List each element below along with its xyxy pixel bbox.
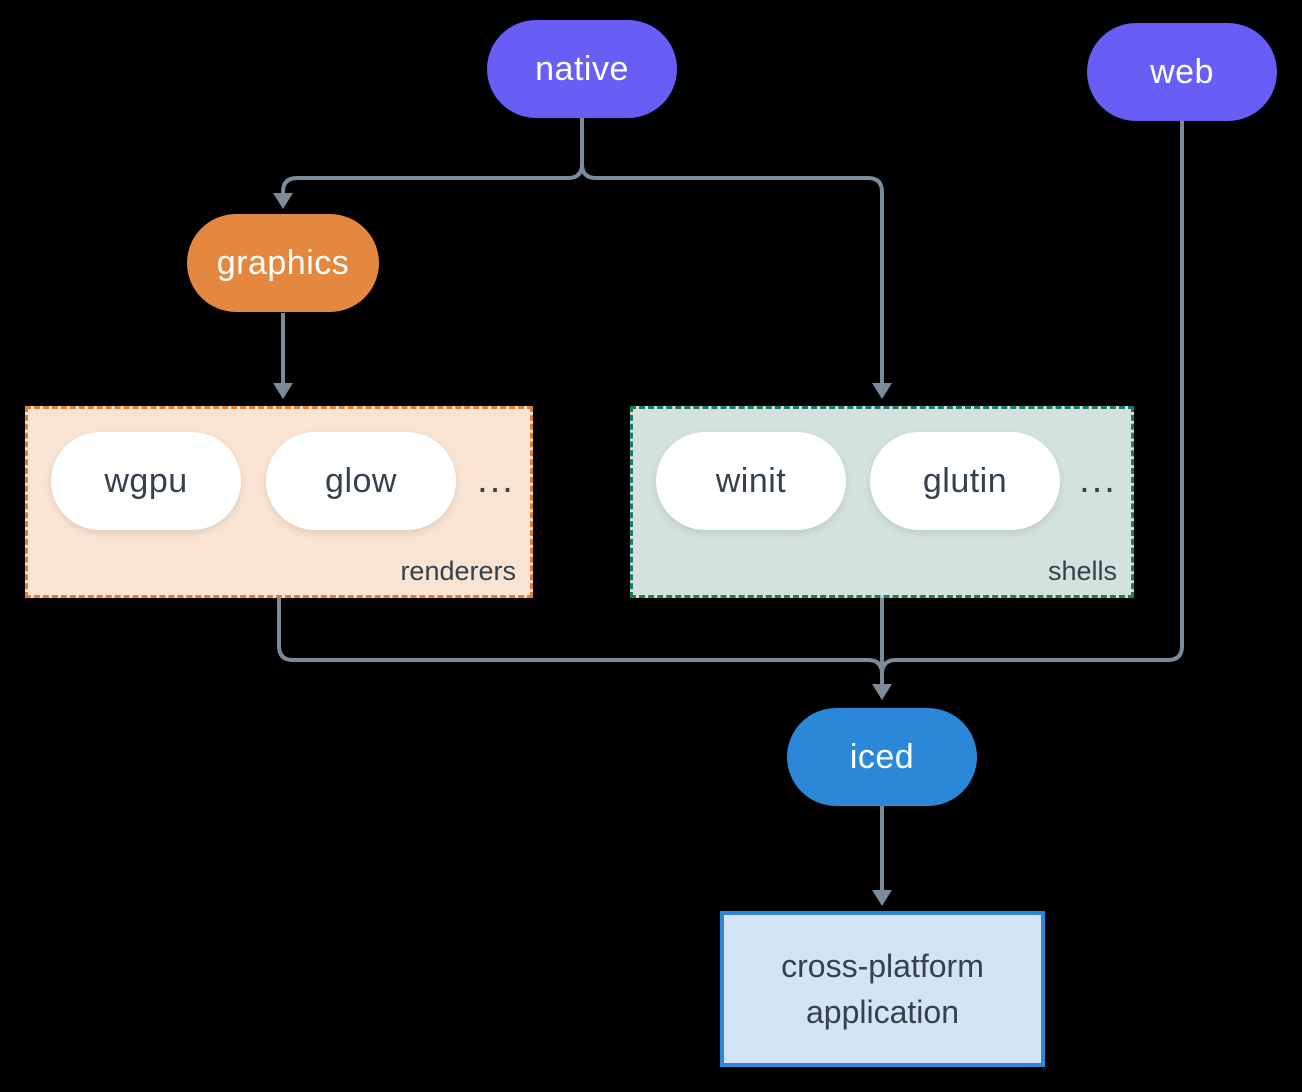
shells-ellipsis: ... xyxy=(1079,459,1117,501)
node-glutin: glutin xyxy=(870,432,1060,530)
node-native: native xyxy=(487,20,677,118)
node-application-label: cross-platform application xyxy=(781,947,984,1030)
node-web-label: web xyxy=(1150,52,1214,91)
node-winit: winit xyxy=(656,432,846,530)
arrowhead-native-graphics xyxy=(273,193,293,209)
arrowhead-native-shells xyxy=(872,383,892,399)
arrowhead-iced-application xyxy=(872,890,892,906)
node-native-label: native xyxy=(535,49,629,88)
edge-native-shells xyxy=(580,118,884,383)
shells-caption: shells xyxy=(1047,556,1117,586)
arrowhead-shells-iced xyxy=(872,684,892,700)
node-cross-platform-application: cross-platform application xyxy=(720,911,1045,1067)
edge-native-graphics xyxy=(281,118,584,193)
node-graphics: graphics xyxy=(187,214,379,312)
node-glow-label: glow xyxy=(325,461,397,500)
group-shells: winit glutin ... shells xyxy=(630,406,1134,598)
renderers-caption: renderers xyxy=(400,556,516,586)
node-wgpu: wgpu xyxy=(51,432,241,530)
node-glutin-label: glutin xyxy=(922,461,1008,500)
node-winit-label: winit xyxy=(715,461,787,500)
node-wgpu-label: wgpu xyxy=(104,461,188,500)
node-glow: glow xyxy=(266,432,456,530)
node-graphics-label: graphics xyxy=(216,243,350,282)
arrowhead-graphics-renderers xyxy=(273,383,293,399)
edge-renderers-iced xyxy=(277,598,884,675)
node-web: web xyxy=(1087,23,1277,121)
node-iced-label: iced xyxy=(849,737,915,776)
group-renderers: wgpu glow ... renderers xyxy=(25,406,533,598)
renderers-ellipsis: ... xyxy=(477,459,515,501)
node-iced: iced xyxy=(787,708,977,806)
